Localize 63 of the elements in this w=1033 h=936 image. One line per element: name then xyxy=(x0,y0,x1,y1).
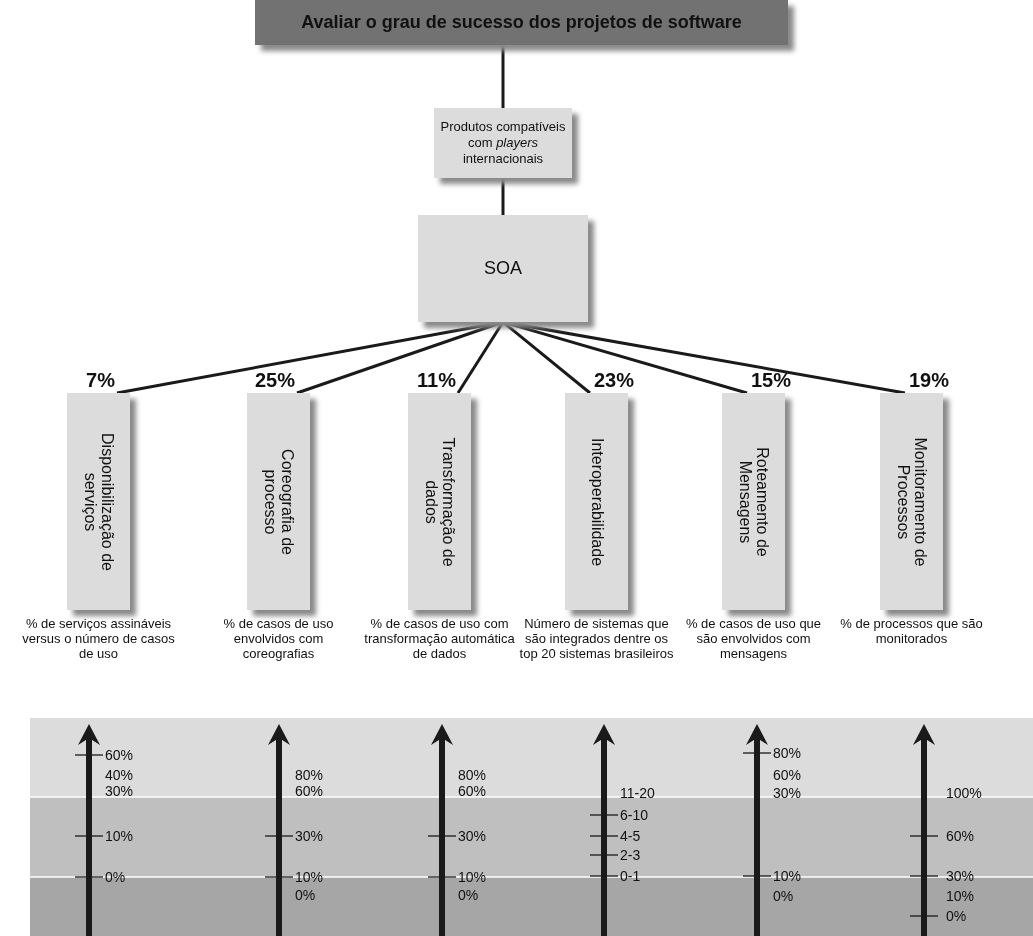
criterion-label: Coreografia de processo xyxy=(261,447,296,557)
box-label: Produtos compatíveis com players internacionais xyxy=(439,119,567,167)
criterion-box xyxy=(565,393,628,610)
connector-line xyxy=(456,321,505,394)
scale-label: 80% xyxy=(295,767,324,783)
scale-label: 60% xyxy=(458,783,487,799)
scale-label: 80% xyxy=(458,767,487,783)
scale-label: 0% xyxy=(773,888,794,904)
box-label: SOA xyxy=(484,258,522,279)
scale-label: 60% xyxy=(946,828,975,844)
scale-label: 0% xyxy=(105,869,126,885)
connector-line xyxy=(501,178,505,215)
weight-percentage: 25% xyxy=(254,369,295,391)
scale-label: 80% xyxy=(773,745,802,761)
criterion-label: Monitoramento de Processos xyxy=(894,436,929,568)
criterion-label: Transformação de dados xyxy=(422,435,457,569)
metric-description: % de casos de uso envolvidos com coreografias xyxy=(222,616,335,661)
weight-percentage: 7% xyxy=(86,369,115,391)
criterion-box xyxy=(722,393,785,610)
criterion-label: Roteamento de Mensagens xyxy=(736,445,771,559)
scale-label: 0-1 xyxy=(620,868,641,884)
metric-description: % de processos que são monitorados xyxy=(839,616,984,646)
process-box xyxy=(434,108,572,178)
criterion-box xyxy=(247,393,310,610)
scale-label: 10% xyxy=(458,869,487,885)
scale-label: 10% xyxy=(773,868,802,884)
criterion-box xyxy=(880,393,943,610)
metric-description: % de casos de uso que são envolvidos com mensagens xyxy=(684,616,823,661)
criterion-label: Disponibilização de serviços xyxy=(81,431,116,573)
criterion-box xyxy=(408,393,471,610)
weight-percentage: 19% xyxy=(909,369,950,391)
scale-label: 0% xyxy=(295,887,316,903)
criterion-label: Interoperabilidade xyxy=(588,436,605,568)
scale-label: 40% xyxy=(105,767,134,783)
process-box xyxy=(418,215,588,322)
scale-label: 30% xyxy=(773,785,802,801)
scale-label: 10% xyxy=(946,888,975,904)
connector-line xyxy=(501,45,505,108)
scale-label: 30% xyxy=(458,828,487,844)
scale-label: 30% xyxy=(105,783,134,799)
weight-percentage: 23% xyxy=(594,369,635,391)
scale-label: 30% xyxy=(295,828,324,844)
weight-percentage: 15% xyxy=(751,369,792,391)
weight-percentage: 11% xyxy=(417,369,456,391)
scale-label: 10% xyxy=(295,869,324,885)
scale-label: 30% xyxy=(946,868,975,884)
metric-description: Número de sistemas que são integrados dentre os top 20 sistemas brasileiros xyxy=(518,616,675,661)
scale-label: 11-20 xyxy=(620,785,655,801)
scale-label: 60% xyxy=(773,767,802,783)
title-box xyxy=(255,0,788,45)
criterion-box xyxy=(67,393,130,610)
scale-label: 2-3 xyxy=(620,847,641,863)
scale-label: 4-5 xyxy=(620,828,641,844)
metric-description: % de casos de uso com transformação automática de dados xyxy=(363,616,516,661)
scale-label: 100% xyxy=(946,785,982,801)
title-text: Avaliar o grau de sucesso dos projetos de software xyxy=(301,12,742,33)
scale-label: 6-10 xyxy=(620,807,649,823)
scale-label: 60% xyxy=(295,783,324,799)
scale-label: 0% xyxy=(946,908,967,924)
scale-label: 0% xyxy=(458,887,479,903)
metric-description: % de serviços assináveis versus o número de casos de uso xyxy=(21,616,176,661)
scale-label: 60% xyxy=(105,747,134,763)
scale-label: 10% xyxy=(105,828,134,844)
